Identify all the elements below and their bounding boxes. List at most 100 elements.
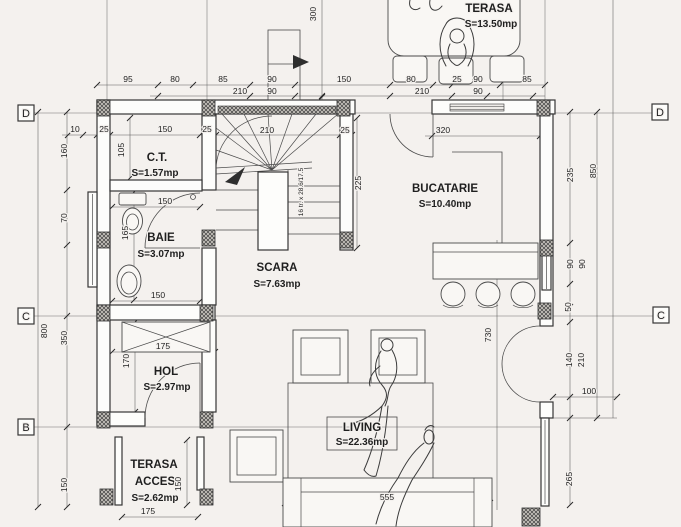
dim-label: 90 — [267, 74, 277, 84]
dim-label: 235 — [565, 168, 575, 182]
dim-label: 25 — [99, 124, 109, 134]
dim-label: 90 — [267, 86, 277, 96]
dim-label: 265 — [564, 472, 574, 486]
bar-stool — [440, 281, 466, 307]
room-baie-area: S=3.07mp — [138, 249, 185, 260]
dim-label: 90 — [577, 259, 587, 269]
room-labels: TERASA S=13.50mp C.T. S=1.57mp BAIE S=3.… — [129, 2, 518, 505]
dim-label: 555 — [380, 492, 394, 502]
kitchen-island — [432, 242, 539, 280]
stair-window — [217, 105, 337, 115]
dim-label: 175 — [156, 341, 170, 351]
dimension-labels: 95 80 85 90 150 80 25 90 85 210 90 210 9… — [38, 5, 599, 517]
bathroom-door-arc — [144, 192, 201, 249]
dim-label: 850 — [588, 164, 598, 178]
person-terrace — [409, 0, 475, 67]
dim-label: 150 — [337, 74, 351, 84]
toilet-tank — [118, 192, 147, 206]
dim-label: 90 — [565, 259, 575, 269]
grid-marker-left-b: B — [22, 422, 29, 434]
side-table — [229, 429, 284, 483]
terrace-chair — [392, 55, 428, 83]
room-scara-name: SCARA — [257, 262, 298, 274]
dim-label: 25 — [202, 124, 212, 134]
dim-label: 100 — [582, 386, 596, 396]
stair-up-arrow — [293, 55, 309, 69]
stair-note-label: 16 tr. x 28.6/17.5 — [298, 167, 305, 216]
bar-stool — [510, 281, 536, 307]
terrace-furniture — [387, 0, 525, 85]
terrace-table — [387, 0, 521, 57]
columns — [96, 99, 554, 527]
wardrobe — [121, 321, 211, 353]
dim-label: 210 — [233, 86, 247, 96]
dim-label: 160 — [59, 144, 69, 158]
person-sofa — [375, 425, 435, 527]
living-label-box — [326, 416, 398, 451]
dim-label: 95 — [123, 74, 133, 84]
dim-label: 85 — [522, 74, 532, 84]
terrace-chair — [438, 57, 474, 85]
dim-label: 50 — [563, 302, 573, 312]
dim-label: 150 — [151, 290, 165, 300]
dim-label: 80 — [170, 74, 180, 84]
kitchen-furniture — [432, 151, 539, 308]
dim-label: 800 — [39, 324, 49, 338]
dim-label: 10 — [70, 124, 80, 134]
room-terasa-acces-name1: TERASA — [130, 459, 177, 471]
room-ct-area: S=1.57mp — [132, 168, 179, 179]
stair-newel-wall — [257, 171, 289, 251]
armchair — [292, 329, 349, 384]
hall-door-arc — [144, 362, 201, 419]
dim-label: 80 — [406, 74, 416, 84]
dim-label: 350 — [59, 331, 69, 345]
bar-stool — [475, 281, 501, 307]
dim-label: 150 — [173, 477, 183, 491]
door-stop — [190, 194, 196, 200]
grid-marker-left-d: D — [22, 108, 30, 120]
dim-label: 210 — [576, 353, 586, 367]
dim-label: 175 — [141, 506, 155, 516]
dim-label: 210 — [415, 86, 429, 96]
dim-label: 210 — [260, 125, 274, 135]
doors — [144, 113, 541, 419]
dim-label: 165 — [120, 226, 130, 240]
dim-label: 150 — [158, 124, 172, 134]
room-terasa-area: S=13.50mp — [465, 19, 518, 30]
living-french-door-lower-arc — [501, 363, 541, 403]
person-living — [349, 338, 398, 477]
stair-direction-arrow — [225, 167, 245, 185]
dim-label: 320 — [436, 125, 450, 135]
grid-marker-left-c: C — [22, 311, 30, 323]
dim-label: 300 — [308, 7, 318, 21]
staircase — [215, 29, 340, 251]
dim-label: 730 — [483, 328, 493, 342]
room-scara-area: S=7.63mp — [254, 279, 301, 290]
grid-marker-right-d: D — [656, 107, 664, 119]
armchair — [370, 329, 426, 384]
room-terasa-name: TERASA — [465, 3, 512, 15]
room-terasa-acces-name2: ACCES — [135, 476, 176, 488]
dim-label: 170 — [121, 354, 131, 368]
toilet-bowl — [122, 207, 143, 235]
dim-label: 90 — [473, 86, 483, 96]
dim-label: 150 — [158, 196, 172, 206]
dim-label: 105 — [116, 143, 126, 157]
room-living-area: S=22.36mp — [336, 437, 389, 448]
dim-label: 25 — [340, 125, 350, 135]
room-living-name: LIVING — [343, 422, 381, 434]
room-bucatarie-name: BUCATARIE — [412, 183, 478, 195]
terrace-chair — [489, 55, 525, 83]
living-furniture — [229, 329, 493, 527]
sofa — [282, 477, 493, 527]
grid-markers: D C B D C — [17, 103, 670, 436]
room-terasa-acces-area: S=2.62mp — [132, 493, 179, 504]
kitchen-window — [449, 103, 505, 112]
dim-label: 25 — [452, 74, 462, 84]
terrace-door-arc — [389, 113, 434, 158]
dim-label: 70 — [59, 213, 69, 223]
room-hol-name: HOL — [154, 366, 178, 378]
living-french-door-upper-arc — [501, 325, 541, 365]
